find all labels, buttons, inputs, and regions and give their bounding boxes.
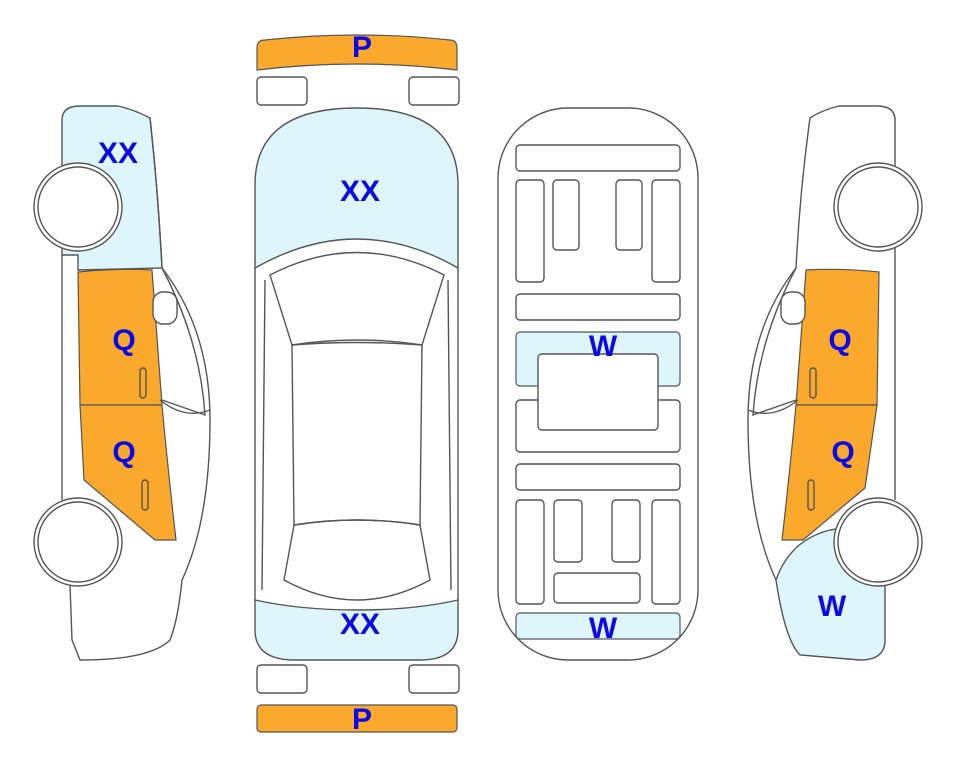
label-underbody-rear: W — [589, 612, 618, 645]
right-rear-tire — [837, 501, 919, 583]
top-trunk-area — [254, 599, 459, 661]
right-mirror — [780, 291, 806, 325]
right-front-door — [795, 268, 880, 406]
left-window-line — [159, 267, 211, 417]
label-right-rear-quarter: W — [818, 590, 847, 623]
top-windshield — [269, 251, 445, 346]
left-door-handle-rear — [141, 479, 149, 511]
rear-left-lamp — [256, 664, 308, 694]
left-front-door — [77, 268, 163, 406]
label-right-rear-door: Q — [831, 436, 854, 469]
top-view: P XX XX P — [254, 31, 460, 736]
left-door-handle-front — [139, 367, 147, 399]
right-front-tire — [837, 166, 919, 248]
underbody-panel — [515, 144, 681, 172]
label-left-hood: XX — [98, 137, 138, 170]
label-left-front-door: Q — [112, 324, 135, 357]
rear-bumper — [256, 704, 458, 733]
left-front-tire — [37, 166, 119, 248]
label-front-bumper: P — [352, 31, 372, 64]
right-rear-door — [781, 404, 878, 541]
underbody-panel — [553, 572, 641, 604]
front-right-mirror — [408, 76, 460, 106]
underbody-panel — [515, 463, 681, 491]
top-roof — [291, 341, 423, 526]
underbody-panel — [651, 499, 681, 605]
underbody-panel — [651, 179, 681, 283]
right-window-line — [747, 267, 799, 417]
label-underbody-center: W — [589, 330, 618, 363]
left-rear-tire — [37, 501, 119, 583]
label-left-rear-door: Q — [112, 436, 135, 469]
front-bumper — [256, 34, 458, 71]
right-door-handle-front — [809, 367, 817, 399]
underbody-view: W W — [497, 107, 699, 661]
left-body-outline — [61, 117, 211, 661]
top-hood-area — [254, 107, 459, 270]
rear-right-lamp — [408, 664, 460, 694]
underbody-panel — [611, 499, 641, 563]
top-side-lines — [261, 279, 452, 591]
left-side-view: XX Q Q — [33, 105, 211, 661]
label-right-front-door: Q — [828, 324, 851, 357]
underbody-panel — [552, 179, 580, 251]
underbody-panel — [515, 293, 681, 321]
left-rear-door — [79, 404, 177, 541]
left-mirror — [152, 291, 178, 325]
underbody-center-plate — [537, 353, 659, 431]
right-door-handle-rear — [807, 479, 815, 511]
underbody-panel — [615, 179, 643, 251]
underbody-panel — [515, 179, 545, 283]
label-top-hood: XX — [340, 175, 380, 208]
top-body-outline — [254, 268, 459, 600]
front-left-mirror — [256, 76, 308, 106]
label-rear-bumper: P — [352, 703, 372, 736]
underbody-panel — [515, 499, 545, 605]
underbody-panel — [553, 499, 583, 563]
label-top-trunk: XX — [340, 608, 380, 641]
underbody-rear-damage — [515, 612, 681, 640]
right-side-view: Q Q W — [747, 105, 923, 661]
top-rear-window — [283, 519, 431, 601]
